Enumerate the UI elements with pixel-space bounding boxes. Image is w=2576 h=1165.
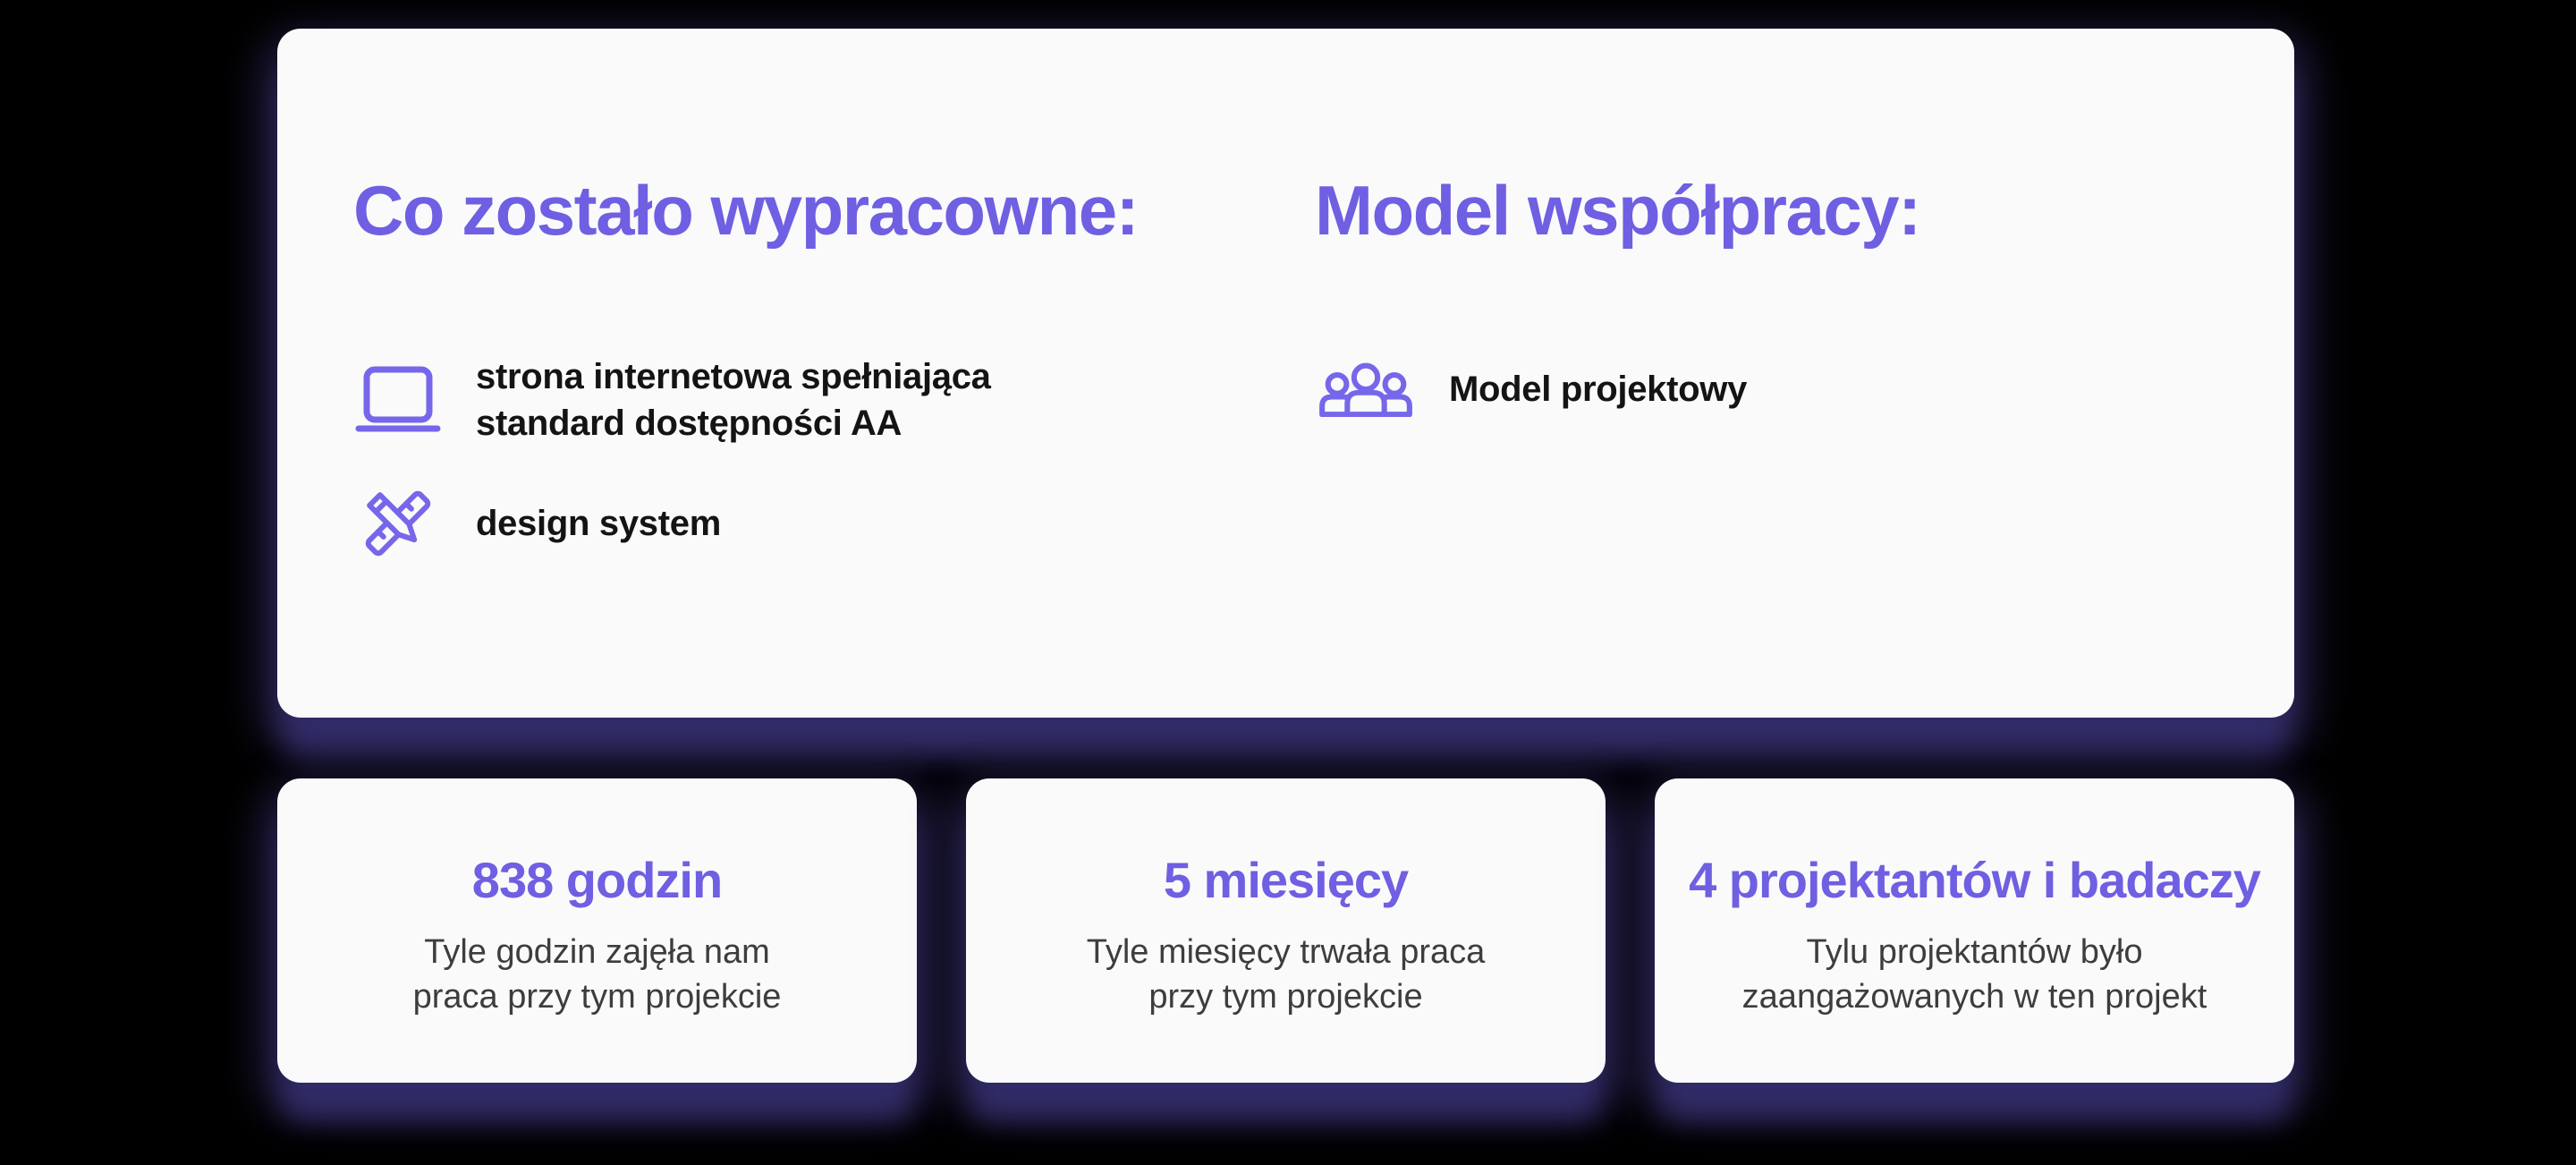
collaboration-heading: Model współpracy:: [1315, 171, 1921, 250]
design-tools-icon: [353, 482, 443, 565]
list-item: strona internetowa spełniająca standard …: [353, 353, 1315, 446]
stat-value: 5 miesięcy: [1163, 852, 1409, 908]
stat-card-months: 5 miesięcy Tyle miesięcy trwała praca pr…: [966, 778, 1606, 1083]
stats-row: 838 godzin Tyle godzin zajęła nam praca …: [277, 778, 2294, 1083]
stat-value: 838 godzin: [471, 852, 723, 908]
list-item: design system: [353, 482, 1315, 565]
content-stage: Co zostało wypracowne: strona internetow…: [277, 29, 2294, 1083]
collaboration-list: Model projektowy: [1315, 353, 2294, 425]
stat-card-hours: 838 godzin Tyle godzin zajęła nam praca …: [277, 778, 917, 1083]
deliverables-column: Co zostało wypracowne: strona internetow…: [353, 170, 1315, 718]
team-icon: [1315, 353, 1417, 425]
stat-description: Tylu projektantów było zaangażowanych w …: [1741, 933, 2207, 1016]
stat-description: Tyle miesięcy trwała praca przy tym proj…: [1086, 933, 1486, 1016]
list-item-text: strona internetowa spełniająca standard …: [476, 357, 991, 443]
stat-card-designers: 4 projektantów i badaczy Tylu projektant…: [1655, 778, 2294, 1083]
list-item-text: design system: [476, 504, 721, 543]
summary-card: Co zostało wypracowne: strona internetow…: [277, 29, 2294, 718]
stat-description: Tyle godzin zajęła nam praca przy tym pr…: [412, 933, 782, 1016]
list-item-text: Model projektowy: [1449, 370, 1748, 409]
deliverables-heading: Co zostało wypracowne:: [353, 171, 1140, 250]
stat-value: 4 projektantów i badaczy: [1689, 852, 2261, 908]
collaboration-column: Model współpracy: Mode: [1315, 170, 2294, 718]
list-item: Model projektowy: [1315, 353, 2294, 425]
deliverables-list: strona internetowa spełniająca standard …: [353, 353, 1315, 565]
laptop-icon: [353, 364, 443, 436]
